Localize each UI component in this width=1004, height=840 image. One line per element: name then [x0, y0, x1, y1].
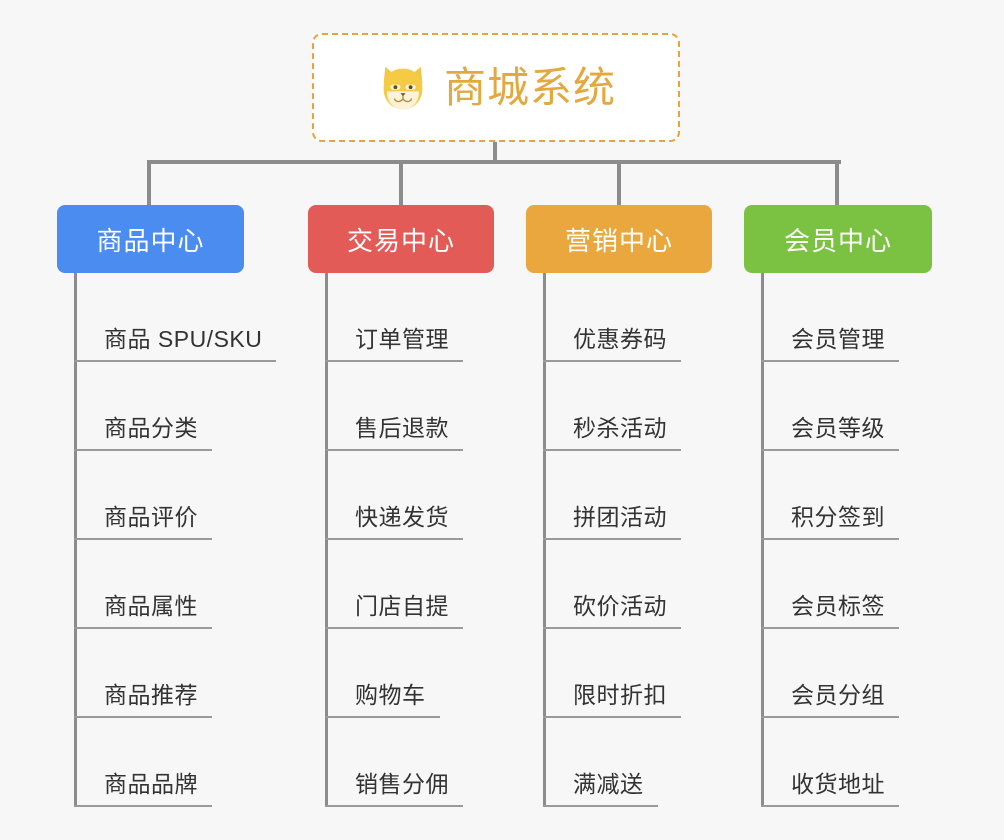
connector-stem — [493, 142, 497, 164]
category-header-member-center[interactable]: 会员中心 — [744, 205, 932, 273]
leaf-item[interactable]: 会员等级 — [744, 362, 974, 451]
connector-drop-1 — [147, 160, 151, 205]
leaf-label: 拼团活动 — [573, 503, 667, 530]
leaf-label: 会员标签 — [791, 592, 885, 619]
root-node[interactable]: 商城系统 — [312, 33, 680, 142]
leaf-label: 积分签到 — [791, 503, 885, 530]
leaf-label: 收货地址 — [791, 770, 885, 797]
leaf-item[interactable]: 商品属性 — [57, 540, 317, 629]
category-label: 商品中心 — [96, 225, 205, 256]
leaf-item[interactable]: 订单管理 — [308, 273, 538, 362]
connector-drop-2 — [399, 160, 403, 205]
leaf-item[interactable]: 会员标签 — [744, 540, 974, 629]
category-header-marketing-center[interactable]: 营销中心 — [526, 205, 712, 273]
leaf-item[interactable]: 商品分类 — [57, 362, 317, 451]
leaf-item[interactable]: 收货地址 — [744, 718, 974, 807]
leaf-item[interactable]: 快递发货 — [308, 451, 538, 540]
leaf-label: 砍价活动 — [573, 592, 667, 619]
leaf-list-marketing-center: 优惠券码 秒杀活动 拼团活动 砍价活动 限时折扣 满减送 — [526, 273, 756, 807]
leaf-spine — [761, 273, 764, 807]
leaf-label: 限时折扣 — [573, 681, 667, 708]
connector-drop-4 — [835, 160, 839, 205]
leaf-label: 商品推荐 — [104, 681, 198, 708]
leaf-label: 快递发货 — [355, 503, 449, 530]
leaf-item[interactable]: 商品品牌 — [57, 718, 317, 807]
leaf-list-member-center: 会员管理 会员等级 积分签到 会员标签 会员分组 收货地址 — [744, 273, 974, 807]
leaf-label: 购物车 — [355, 681, 426, 708]
leaf-list-trade-center: 订单管理 售后退款 快递发货 门店自提 购物车 销售分佣 — [308, 273, 538, 807]
leaf-item[interactable]: 会员管理 — [744, 273, 974, 362]
leaf-item[interactable]: 拼团活动 — [526, 451, 756, 540]
leaf-item[interactable]: 满减送 — [526, 718, 756, 807]
leaf-item[interactable]: 积分签到 — [744, 451, 974, 540]
leaf-list-product-center: 商品 SPU/SKU 商品分类 商品评价 商品属性 商品推荐 商品品牌 — [57, 273, 317, 807]
leaf-label: 会员分组 — [791, 681, 885, 708]
leaf-spine — [543, 273, 546, 807]
leaf-label: 优惠券码 — [573, 325, 667, 352]
leaf-item[interactable]: 购物车 — [308, 629, 538, 718]
branch-member-center: 会员中心 会员管理 会员等级 积分签到 会员标签 会员分组 收货地址 — [744, 205, 974, 807]
leaf-item[interactable]: 砍价活动 — [526, 540, 756, 629]
leaf-label: 商品品牌 — [104, 770, 198, 797]
leaf-label: 会员等级 — [791, 414, 885, 441]
leaf-item[interactable]: 门店自提 — [308, 540, 538, 629]
category-header-product-center[interactable]: 商品中心 — [57, 205, 244, 273]
leaf-item[interactable]: 销售分佣 — [308, 718, 538, 807]
leaf-spine — [325, 273, 328, 807]
leaf-label: 秒杀活动 — [573, 414, 667, 441]
leaf-item[interactable]: 售后退款 — [308, 362, 538, 451]
shiba-dog-icon — [383, 66, 423, 109]
leaf-item[interactable]: 商品 SPU/SKU — [57, 273, 317, 362]
leaf-label: 商品评价 — [104, 503, 198, 530]
root-title: 商城系统 — [443, 63, 616, 111]
leaf-label: 订单管理 — [355, 325, 449, 352]
connector-bar — [147, 160, 841, 164]
connector-drop-3 — [617, 160, 621, 205]
category-label: 会员中心 — [783, 225, 892, 256]
leaf-label: 商品属性 — [104, 592, 198, 619]
leaf-label: 商品分类 — [104, 414, 198, 441]
leaf-item[interactable]: 限时折扣 — [526, 629, 756, 718]
leaf-label: 售后退款 — [355, 414, 449, 441]
leaf-item[interactable]: 优惠券码 — [526, 273, 756, 362]
leaf-label: 销售分佣 — [355, 770, 449, 797]
leaf-label: 会员管理 — [791, 325, 885, 352]
branch-product-center: 商品中心 商品 SPU/SKU 商品分类 商品评价 商品属性 商品推荐 商品品牌 — [57, 205, 317, 807]
leaf-item[interactable]: 会员分组 — [744, 629, 974, 718]
leaf-item[interactable]: 秒杀活动 — [526, 362, 756, 451]
branch-trade-center: 交易中心 订单管理 售后退款 快递发货 门店自提 购物车 销售分佣 — [308, 205, 538, 807]
leaf-label: 商品 SPU/SKU — [104, 325, 263, 352]
leaf-label: 门店自提 — [355, 592, 449, 619]
category-label: 营销中心 — [564, 225, 673, 256]
category-label: 交易中心 — [346, 225, 455, 256]
leaf-spine — [74, 273, 77, 807]
leaf-label: 满减送 — [573, 770, 644, 797]
branch-marketing-center: 营销中心 优惠券码 秒杀活动 拼团活动 砍价活动 限时折扣 满减送 — [526, 205, 756, 807]
category-header-trade-center[interactable]: 交易中心 — [308, 205, 494, 273]
leaf-item[interactable]: 商品评价 — [57, 451, 317, 540]
leaf-item[interactable]: 商品推荐 — [57, 629, 317, 718]
